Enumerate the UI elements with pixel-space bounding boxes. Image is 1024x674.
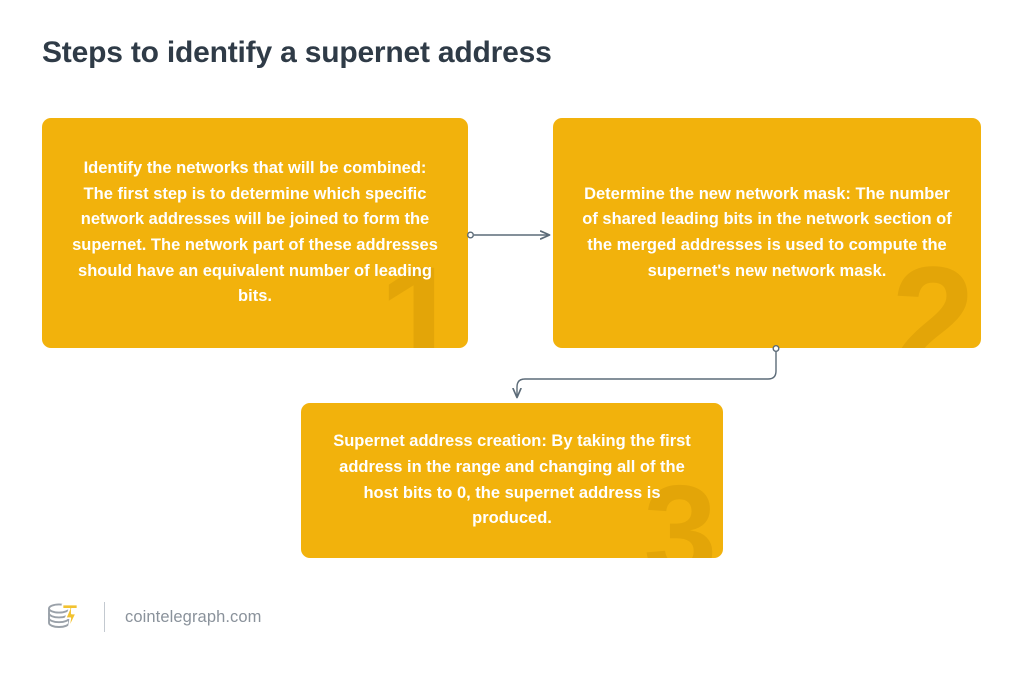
step-box-3: 3 Supernet address creation: By taking t… — [301, 403, 723, 558]
page-title: Steps to identify a supernet address — [42, 36, 552, 69]
footer: cointelegraph.com — [42, 594, 262, 640]
connector-step2-to-step3 — [517, 345, 780, 397]
connector-step1-to-step2 — [467, 231, 549, 239]
footer-site-label: cointelegraph.com — [125, 607, 262, 626]
footer-divider — [104, 602, 105, 632]
cointelegraph-coin-bolt-logo-icon — [48, 603, 79, 631]
step-text-1: Identify the networks that will be combi… — [72, 159, 438, 306]
step-box-2: 2 Determine the new network mask: The nu… — [553, 118, 981, 348]
step-box-1: 1 Identify the networks that will be com… — [42, 118, 468, 348]
step-text-3: Supernet address creation: By taking the… — [333, 432, 691, 528]
connector-line-2 — [517, 351, 777, 397]
connector-start-dot-1 — [467, 231, 475, 239]
step-text-2: Determine the new network mask: The numb… — [582, 184, 952, 280]
